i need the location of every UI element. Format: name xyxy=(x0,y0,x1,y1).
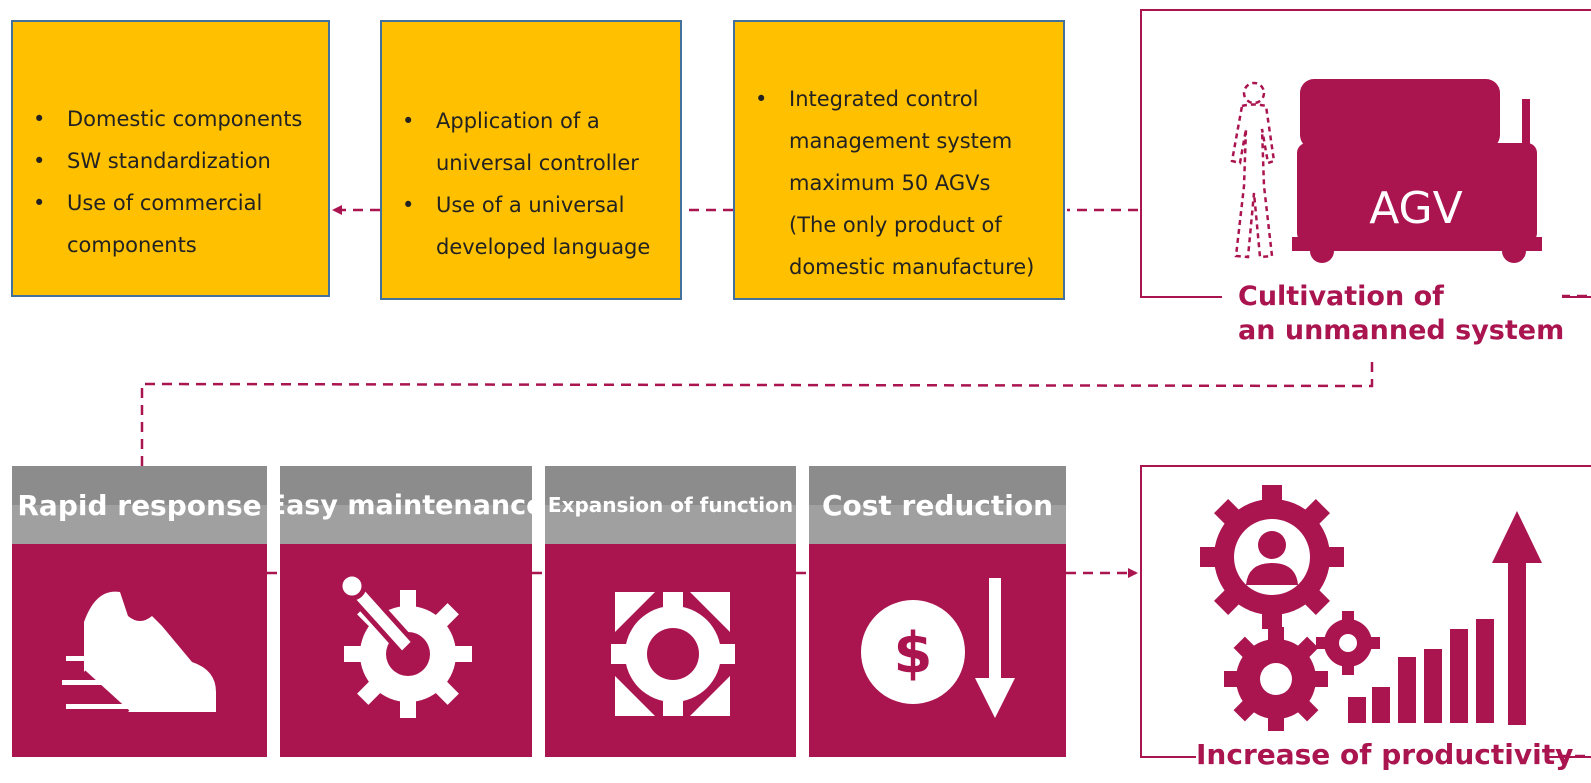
svg-text:$: $ xyxy=(894,621,933,686)
feature-expansion: Expansion of function xyxy=(545,466,796,757)
up-arrow-icon xyxy=(1492,511,1542,725)
feature-title: Rapid response xyxy=(12,466,267,544)
person-outline-icon xyxy=(1230,81,1276,259)
shoe-speed-icon xyxy=(62,591,216,714)
wrench-gear-icon xyxy=(337,571,472,718)
agv-illustration: AGV xyxy=(1230,79,1542,263)
agv-label: AGV xyxy=(1369,183,1463,234)
agv-caption: Cultivation of an unmanned system xyxy=(1222,280,1564,348)
productivity-panel xyxy=(1140,465,1591,758)
feature-title: Easy maintenance xyxy=(268,466,544,544)
feature-easy-maintenance: Easy maintenance xyxy=(268,466,544,757)
list-item: SW standardization xyxy=(33,140,328,182)
list-item: Integrated control management system max… xyxy=(755,78,1063,288)
bar-growth-icon xyxy=(1348,619,1494,723)
agv-panel: AGV xyxy=(1140,9,1591,298)
box-control-system: Integrated control management system max… xyxy=(733,20,1065,300)
list-item: Domestic components xyxy=(33,98,328,140)
box-components: Domestic components SW standardization U… xyxy=(11,20,330,297)
feature-title: Expansion of function xyxy=(545,466,796,544)
agv-vehicle-icon xyxy=(1292,79,1542,263)
connector-agv-to-features xyxy=(140,362,1374,466)
dollar-down-icon: $ xyxy=(861,578,1015,718)
feature-title: Cost reduction xyxy=(809,466,1066,544)
feature-rapid-response: Rapid response xyxy=(12,466,267,757)
gear-expand-icon xyxy=(611,592,735,716)
productivity-illustration xyxy=(1200,485,1542,731)
productivity-caption: Increase of productivity xyxy=(1196,738,1574,772)
feature-cost-reduction: Cost reduction $ xyxy=(809,466,1066,757)
